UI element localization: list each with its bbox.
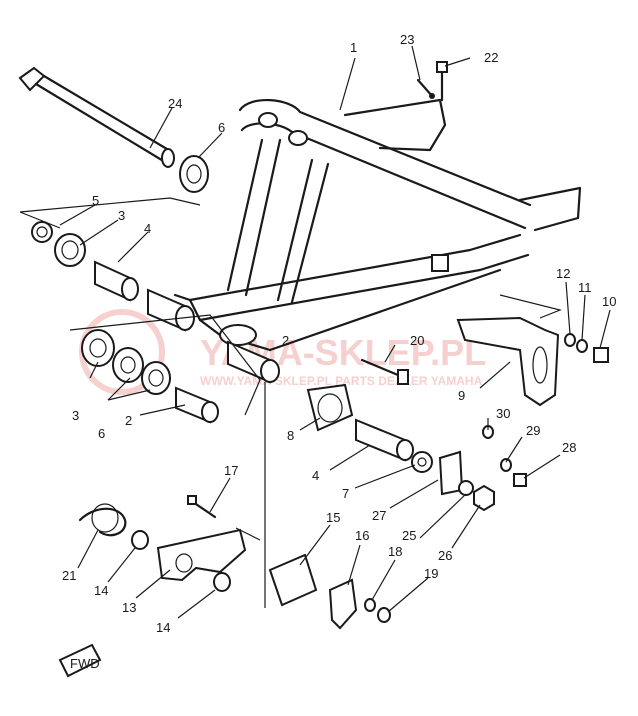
callout-30: 30 (496, 406, 510, 421)
callout-18: 18 (388, 544, 402, 559)
bolt-17 (187, 495, 217, 519)
fwd-label: FWD (70, 656, 100, 671)
washer-7 (411, 451, 433, 473)
callout-15: 15 (326, 510, 340, 525)
callout-4-right: 4 (312, 468, 319, 483)
spring-21 (78, 503, 127, 537)
callout-7: 7 (342, 486, 349, 501)
callout-20: 20 (410, 333, 424, 348)
callout-labels: 1 23 22 24 6 5 3 4 12 11 10 20 9 3 6 2 3… (62, 32, 616, 635)
callout-9: 9 (458, 388, 465, 403)
nut-26 (473, 484, 495, 512)
callout-26: 26 (438, 548, 452, 563)
seal-6-lower-b (141, 361, 171, 395)
collar-14-right (213, 572, 231, 592)
washer-25 (458, 480, 474, 496)
callout-1: 1 (350, 40, 357, 55)
oil-seal-6-top (179, 155, 209, 193)
nut-19 (377, 607, 391, 623)
callout-12: 12 (556, 266, 570, 281)
washer-12 (564, 333, 576, 347)
seal-6-lower-a (112, 347, 144, 383)
bolt-10 (593, 347, 609, 363)
callout-25: 25 (402, 528, 416, 543)
washer-11 (576, 339, 588, 353)
callout-4-top: 4 (144, 221, 151, 236)
bushing-3-lower (81, 329, 115, 367)
callout-14-right: 14 (156, 620, 170, 635)
fwd-arrow: FWD (58, 643, 102, 678)
callout-11: 11 (578, 280, 592, 295)
callout-13: 13 (122, 600, 136, 615)
callout-28: 28 (562, 440, 576, 455)
plate-16 (328, 578, 358, 630)
collar-4-right (355, 418, 414, 462)
callout-8: 8 (287, 428, 294, 443)
leader-lines (19, 45, 611, 619)
callout-29: 29 (526, 423, 540, 438)
callout-17: 17 (224, 463, 238, 478)
callout-27: 27 (372, 508, 386, 523)
collar-2-lower (175, 386, 219, 424)
bolt-22 (436, 61, 448, 102)
callout-6-top: 6 (218, 120, 225, 135)
bolt-20 (360, 358, 409, 385)
callout-3-lower: 3 (72, 408, 79, 423)
bushing-3-top (54, 233, 86, 267)
callout-2-lower: 2 (125, 413, 132, 428)
callout-14-left: 14 (94, 583, 108, 598)
callout-2-center: 2 (282, 333, 289, 348)
collar-4-top (94, 260, 139, 302)
bracket-9 (456, 316, 560, 407)
callout-22: 22 (484, 50, 498, 65)
callout-21: 21 (62, 568, 76, 583)
washer-29 (500, 458, 512, 472)
arm-13 (156, 528, 247, 582)
callout-5: 5 (92, 193, 99, 208)
pin-23 (416, 78, 435, 99)
callout-6-lower: 6 (98, 426, 105, 441)
washer-18 (364, 598, 376, 612)
callout-3-top: 3 (118, 208, 125, 223)
bushing-block-8 (306, 383, 354, 432)
bracket-15 (268, 553, 318, 607)
callout-23: 23 (400, 32, 414, 47)
callout-24: 24 (168, 96, 182, 111)
callout-16: 16 (355, 528, 369, 543)
rear-axle-24 (18, 66, 175, 168)
collar-14-left (131, 530, 149, 550)
callout-19: 19 (424, 566, 438, 581)
swingarm-frame-1 (173, 98, 582, 352)
callout-10: 10 (602, 294, 616, 309)
pivot-collar (147, 288, 195, 332)
washer-5 (31, 221, 53, 243)
bolt-28 (513, 473, 527, 487)
